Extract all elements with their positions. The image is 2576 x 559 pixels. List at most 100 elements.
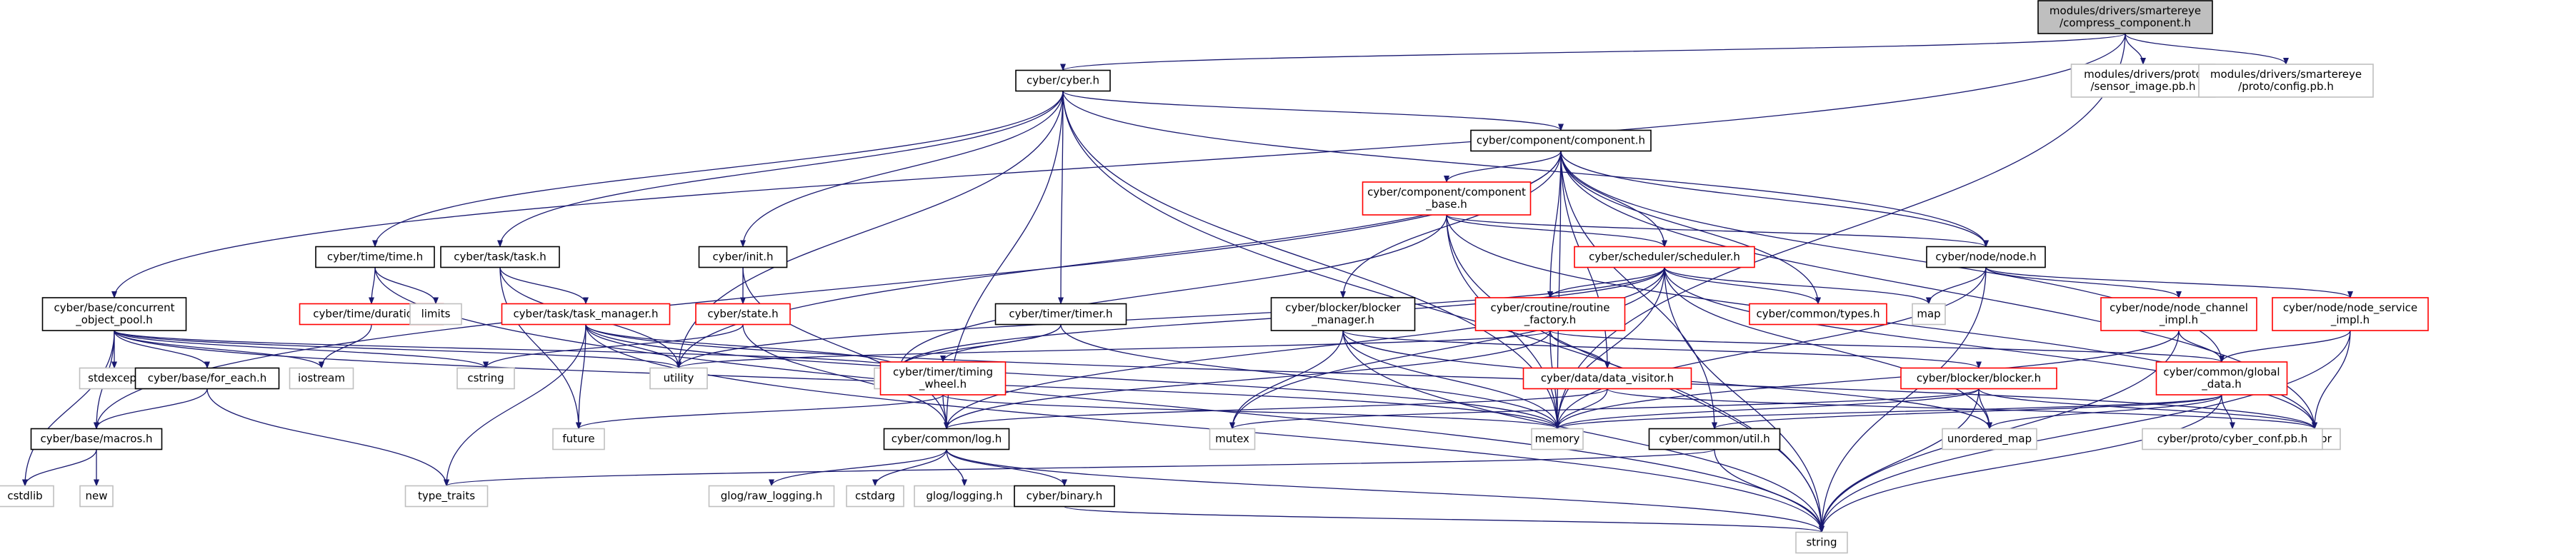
node-box [1474, 297, 1626, 331]
node-box [134, 367, 280, 390]
edge-task-manager-to-vector [585, 324, 2317, 430]
node-macros[interactable]: cyber/base/macros.h [30, 428, 163, 450]
edge-routine-factory-to-log-h [944, 330, 1551, 430]
node-box [695, 303, 791, 326]
node-state[interactable]: cyber/state.h [695, 303, 791, 326]
edge-concurrent-pool-to-for-each [114, 330, 210, 369]
node-label: cyber/croutine/routine [1490, 301, 1609, 314]
edge-cyber-h-to-component [1062, 90, 1564, 131]
node-string: string [1795, 531, 1848, 554]
node-routine-factory[interactable]: cyber/croutine/routine_factory.h [1474, 297, 1626, 331]
node-time-h[interactable]: cyber/time/time.h [315, 246, 435, 268]
edge-for-each-to-macros [94, 388, 208, 430]
edge-routine-factory-to-utility [676, 330, 1551, 369]
node-box [1574, 246, 1755, 268]
node-box [879, 361, 1007, 396]
node-label: _impl.h [2159, 313, 2198, 327]
node-type-traits: type_traits [404, 485, 489, 508]
node-for-each[interactable]: cyber/base/for_each.h [134, 367, 280, 390]
node-box [1795, 531, 1848, 554]
edge-global-data-to-cyber-conf [2221, 394, 2235, 430]
node-box [708, 485, 835, 508]
node-box [1015, 69, 1111, 92]
edge-state-to-log-h [742, 324, 949, 430]
node-label: mutex [1215, 433, 1249, 445]
node-box [1470, 129, 1652, 152]
node-label: modules/drivers/proto [2084, 68, 2202, 81]
node-label: iostream [298, 372, 345, 385]
node-label: cyber/scheduler/scheduler.h [1589, 251, 1740, 263]
node-box [552, 428, 605, 450]
node-box [79, 485, 114, 508]
node-blocker-manager[interactable]: cyber/blocker/blocker_manager.h [1270, 297, 1416, 331]
node-concurrent-pool[interactable]: cyber/base/concurrent_object_pool.h [41, 297, 187, 331]
node-root[interactable]: modules/drivers/smartereye/compress_comp… [2037, 0, 2213, 34]
node-box [1362, 181, 1532, 216]
edge-task-manager-to-atomic [585, 324, 903, 369]
node-label: cyber/cyber.h [1027, 74, 1099, 87]
edge-task-manager-to-future [576, 324, 586, 430]
node-box [1749, 303, 1887, 326]
node-global-data[interactable]: cyber/common/global_data.h [2155, 361, 2288, 396]
edge-component-base-to-node-h [1446, 214, 1989, 248]
node-label: unordered_map [1947, 433, 2032, 446]
node-raw-logging: glog/raw_logging.h [708, 485, 835, 508]
node-binary-h[interactable]: cyber/binary.h [1014, 485, 1115, 508]
edge-scheduler-to-common-types [1664, 267, 1821, 305]
edge-state-to-cstring [483, 324, 744, 369]
node-label: memory [1535, 433, 1580, 445]
node-label: _wheel.h [919, 378, 967, 391]
edge-routine-factory-to-data-visitor [1549, 330, 1610, 369]
node-box [2100, 297, 2257, 331]
edge-routine-factory-to-global-data [1549, 330, 2225, 363]
node-label: stdexcept [88, 372, 141, 385]
node-box [1522, 367, 1692, 390]
node-blocker-h[interactable]: cyber/blocker/blocker.h [1900, 367, 2057, 390]
edge-node-service-to-vector [2312, 330, 2351, 430]
edge-cyber-h-to-task-h [497, 91, 1064, 248]
node-box [2272, 297, 2429, 331]
node-node-channel[interactable]: cyber/node/node_channel_impl.h [2100, 297, 2257, 331]
node-timing-wheel[interactable]: cyber/timer/timing_wheel.h [879, 361, 1007, 396]
node-component[interactable]: cyber/component/component.h [1470, 129, 1652, 152]
node-util-h[interactable]: cyber/common/util.h [1648, 428, 1781, 450]
node-node-service[interactable]: cyber/node/node_service_impl.h [2272, 297, 2429, 331]
node-cyber-h[interactable]: cyber/cyber.h [1015, 69, 1111, 92]
edge-scheduler-to-mutex [1229, 267, 1665, 430]
edge-log-h-to-glog-logging [946, 449, 967, 487]
node-label: cstdlib [7, 490, 42, 503]
node-label: cyber/node/node.h [1935, 251, 2036, 263]
node-box [456, 367, 515, 390]
edge-root-to-cyber-h [1060, 33, 2126, 71]
edge-util-h-to-type-traits [444, 448, 1715, 487]
node-task-manager[interactable]: cyber/task/task_manager.h [501, 303, 671, 326]
node-task-h[interactable]: cyber/task/task.h [440, 246, 560, 268]
node-label: new [85, 490, 107, 503]
node-label: cyber/node/node_service [2283, 301, 2417, 315]
edge-log-h-to-binary-h [946, 449, 1067, 487]
edge-scheduler-to-string [1664, 267, 1824, 533]
edge-blocker-h-to-mutex [1229, 388, 1980, 430]
edge-data-visitor-to-log-h [944, 388, 1608, 430]
node-common-types[interactable]: cyber/common/types.h [1749, 303, 1887, 326]
node-data-visitor[interactable]: cyber/data/data_visitor.h [1522, 367, 1692, 390]
node-utility: utility [649, 367, 708, 390]
node-scheduler[interactable]: cyber/scheduler/scheduler.h [1574, 246, 1755, 268]
edge-data-visitor-to-vector [1607, 388, 2317, 430]
edge-component-base-to-atomic [897, 214, 1447, 369]
node-init-h[interactable]: cyber/init.h [698, 246, 788, 268]
edge-node-service-to-string [1819, 330, 2351, 533]
node-log-h[interactable]: cyber/common/log.h [883, 428, 1010, 450]
node-label: glog/raw_logging.h [721, 490, 822, 503]
edge-root-to-sensor-image [2125, 33, 2146, 65]
node-box [649, 367, 708, 390]
node-node-h[interactable]: cyber/node/node.h [1926, 246, 2046, 268]
node-box [2142, 428, 2323, 450]
node-component-base[interactable]: cyber/component/component_base.h [1362, 181, 1532, 216]
node-timer[interactable]: cyber/timer/timer.h [994, 303, 1127, 326]
edge-scheduler-to-unordered-map [1664, 267, 1992, 430]
node-label: cyber/data/data_visitor.h [1541, 372, 1674, 386]
node-label: modules/drivers/smartereye [2050, 4, 2201, 17]
node-box [994, 303, 1127, 326]
